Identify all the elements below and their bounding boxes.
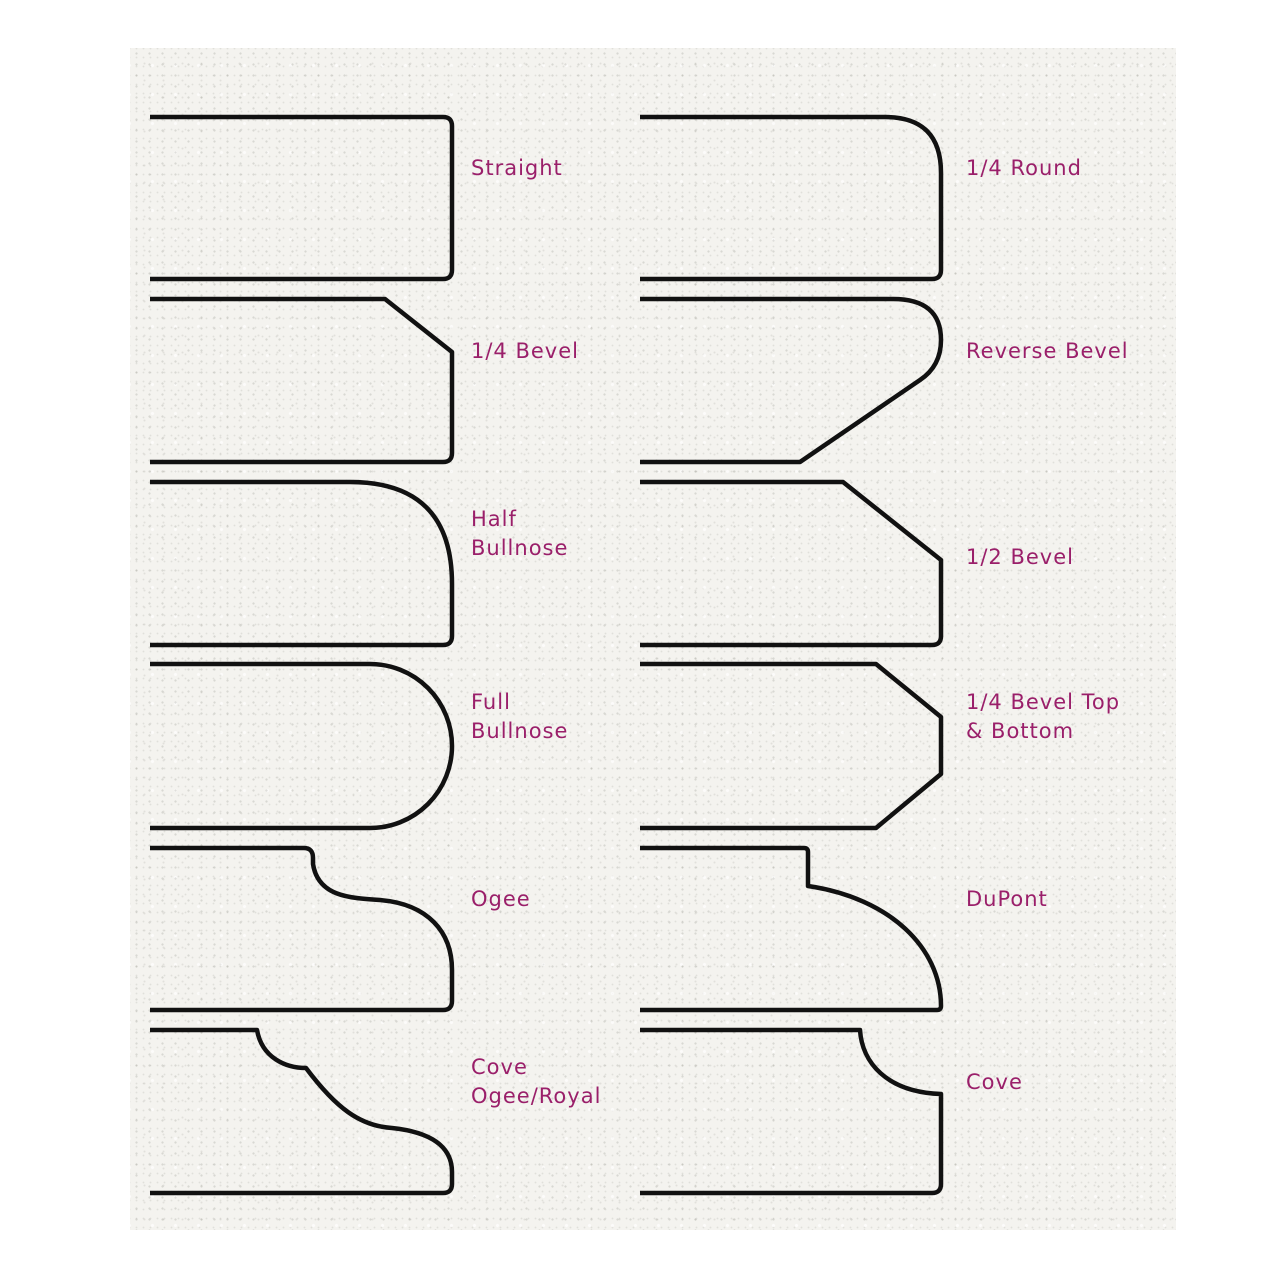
label-reverse-bevel: Reverse Bevel [966,339,1129,363]
half-bullnose-profile [150,479,455,648]
label-quarter-bevel-top-bottom: 1/4 Bevel Top & Bottom [966,690,1121,743]
ogee-profile [150,845,455,1013]
full-bullnose-profile [150,661,455,831]
edge-profiles-panel [130,48,1176,1230]
label-full-bullnose: Full Bullnose [471,690,569,743]
label-ogee: Ogee [471,887,531,911]
label-half-bullnose: Half Bullnose [471,507,569,560]
half-bevel-profile [640,479,944,648]
cove-profile [640,1027,944,1196]
label-half-bevel: 1/2 Bevel [966,545,1074,569]
label-quarter-round: 1/4 Round [966,156,1082,180]
cove-ogee-royal-profile [150,1027,455,1196]
label-cove-ogee-royal: Cove Ogee/Royal [471,1055,602,1108]
quarter-round-profile [640,114,944,282]
straight-profile [150,114,455,282]
reverse-bevel-profile [640,296,944,465]
label-straight: Straight [471,156,563,180]
dupont-profile [640,845,944,1013]
label-quarter-bevel: 1/4 Bevel [471,339,579,363]
label-cove: Cove [966,1070,1023,1094]
quarter-bevel-top-bottom-profile [640,661,944,831]
label-dupont: DuPont [966,887,1048,911]
quarter-bevel-profile [150,296,455,465]
